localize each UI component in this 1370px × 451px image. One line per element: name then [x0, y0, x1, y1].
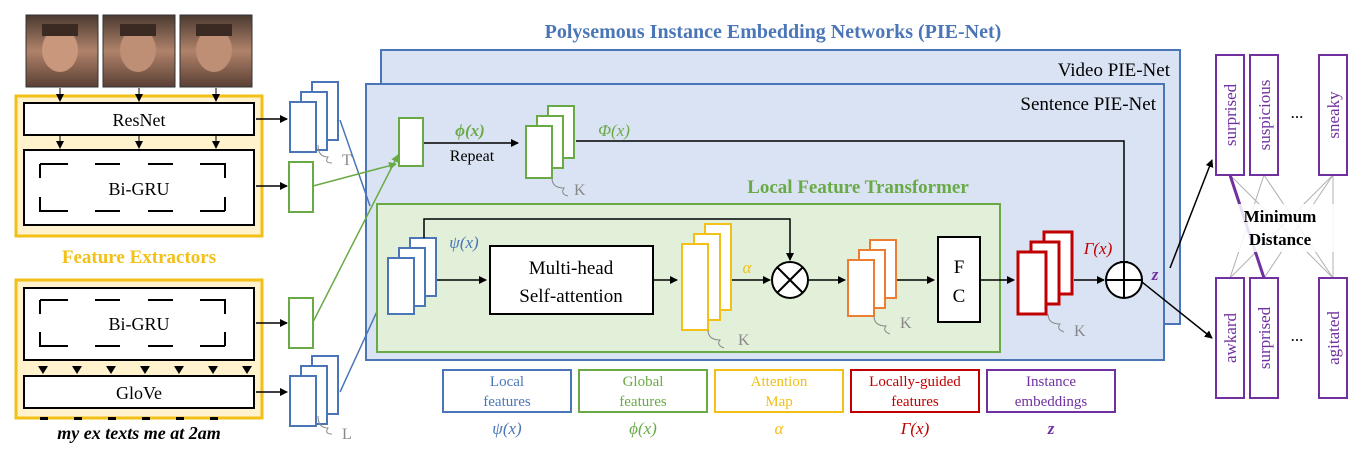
legend-item-instance: Instance embeddings z — [986, 369, 1116, 438]
psi-label: ψ(x) — [449, 233, 479, 252]
t-label: T — [342, 152, 352, 169]
ellipsis-top: ... — [1291, 103, 1304, 122]
feature-extractors-label: Feature Extractors — [62, 247, 216, 268]
embedding-bottom-2 — [1249, 277, 1279, 399]
resnet-label: ResNet — [113, 110, 166, 130]
Phi-label: Φ(x) — [598, 121, 630, 140]
fc-block: F C — [937, 236, 981, 323]
glove-block: GloVe — [23, 375, 255, 409]
embedding-bottom-1 — [1215, 277, 1245, 399]
legend-item-global: Global features ϕ(x) — [578, 369, 708, 438]
k-label-alpha: K — [738, 332, 750, 349]
l-brace — [317, 415, 333, 435]
video-local-features — [289, 81, 339, 153]
phi-label: ϕ(x) — [455, 121, 485, 140]
glove-label: GloVe — [116, 383, 162, 403]
alpha-label: α — [743, 258, 753, 277]
legend-item-local: Local features ψ(x) — [442, 369, 572, 438]
sentence-text: my ex texts me at 2am — [57, 423, 220, 443]
legend-instance-line2: embeddings — [1015, 394, 1088, 410]
video-pienet-label: Video PIE-Net — [1058, 60, 1171, 81]
legend: Local features ψ(x) Global features ϕ(x)… — [442, 369, 1116, 438]
ellipsis-bottom: ... — [1291, 326, 1304, 345]
legend-item-locally-guided: Locally-guided features Γ(x) — [850, 369, 980, 438]
attention-block: Multi-head Self-attention — [489, 245, 654, 315]
video-frame-1 — [25, 14, 99, 88]
bigru-label-video: Bi-GRU — [108, 179, 169, 199]
legend-local-symbol: ψ(x) — [492, 419, 522, 438]
k-label-gamma: K — [1074, 323, 1086, 340]
gamma-label: Γ(x) — [1083, 239, 1113, 258]
diagram-title: Polysemous Instance Embedding Networks (… — [545, 21, 1002, 43]
resnet-block: ResNet — [23, 102, 255, 136]
legend-attention-symbol: α — [775, 419, 785, 438]
legend-instance-symbol: z — [1047, 419, 1055, 438]
embedding-top-3 — [1318, 54, 1348, 176]
gamma-feature-stack — [1016, 230, 1074, 316]
legend-item-attention: Attention Map α — [714, 369, 844, 438]
legend-attention-line2: Map — [765, 394, 793, 410]
legend-guided-symbol: Γ(x) — [900, 419, 930, 438]
legend-local-line1: Local — [490, 374, 524, 390]
z-label: z — [1151, 265, 1159, 284]
embedding-bottom-3 — [1318, 277, 1348, 399]
text-local-features — [289, 355, 339, 427]
phi-feature — [398, 117, 424, 167]
embedding-top-3-label: sneaky — [1324, 91, 1343, 139]
embedding-top-1-label: surprised — [1221, 83, 1240, 146]
legend-global-symbol: ϕ(x) — [629, 419, 657, 438]
sentence-pienet-label: Sentence PIE-Net — [1020, 94, 1156, 115]
legend-attention-line1: Attention — [751, 374, 808, 390]
min-distance-bg — [1226, 204, 1336, 252]
local-transformer-label: Local Feature Transformer — [747, 177, 969, 198]
alpha-feature-stack — [681, 223, 732, 331]
embedding-top-1 — [1215, 54, 1245, 176]
minimum-distance-line2: Distance — [1249, 230, 1312, 249]
video-frame-2 — [102, 14, 176, 88]
attention-line1: Multi-head — [529, 258, 614, 279]
fc-line1: F — [954, 257, 965, 278]
Phi-feature-stack — [525, 105, 575, 179]
top-embeddings: surprised suspicious ... sneaky — [1215, 54, 1348, 176]
embedding-bottom-1-label: awkard — [1221, 312, 1240, 363]
bigru-block-text: Bi-GRU — [23, 287, 255, 361]
legend-global-line1: Global — [623, 374, 664, 390]
attention-line2: Self-attention — [519, 286, 623, 307]
text-global-feature — [288, 297, 314, 349]
minimum-distance-line1: Minimum — [1244, 207, 1317, 226]
t-brace — [317, 144, 333, 164]
k-label-orange: K — [900, 315, 912, 332]
k-label-phi: K — [574, 182, 586, 199]
video-global-feature — [288, 161, 314, 213]
video-frame-3 — [179, 14, 253, 88]
psi-feature-stack — [387, 237, 437, 315]
video-frames — [25, 14, 253, 88]
repeat-label: Repeat — [450, 148, 495, 165]
legend-instance-line1: Instance — [1026, 374, 1076, 390]
legend-guided-line2: features — [891, 394, 939, 410]
legend-guided-line1: Locally-guided — [869, 374, 961, 390]
glove-arrows — [38, 366, 252, 420]
embedding-bottom-2-label: surprised — [1255, 306, 1274, 369]
bottom-embeddings: awkard surprised ... agitated — [1215, 277, 1348, 399]
bigru-label-text: Bi-GRU — [108, 314, 169, 334]
legend-global-line2: features — [619, 394, 667, 410]
l-label: L — [342, 426, 352, 443]
embedding-top-2 — [1249, 54, 1279, 176]
legend-local-line2: features — [483, 394, 531, 410]
fc-line2: C — [953, 286, 966, 307]
bigru-block-video: Bi-GRU — [23, 149, 255, 226]
orange-feature-stack — [847, 239, 897, 317]
multiply-operator — [771, 261, 809, 299]
embedding-bottom-3-label: agitated — [1324, 311, 1343, 365]
add-operator — [1105, 261, 1143, 299]
embedding-top-2-label: suspicious — [1255, 80, 1274, 151]
